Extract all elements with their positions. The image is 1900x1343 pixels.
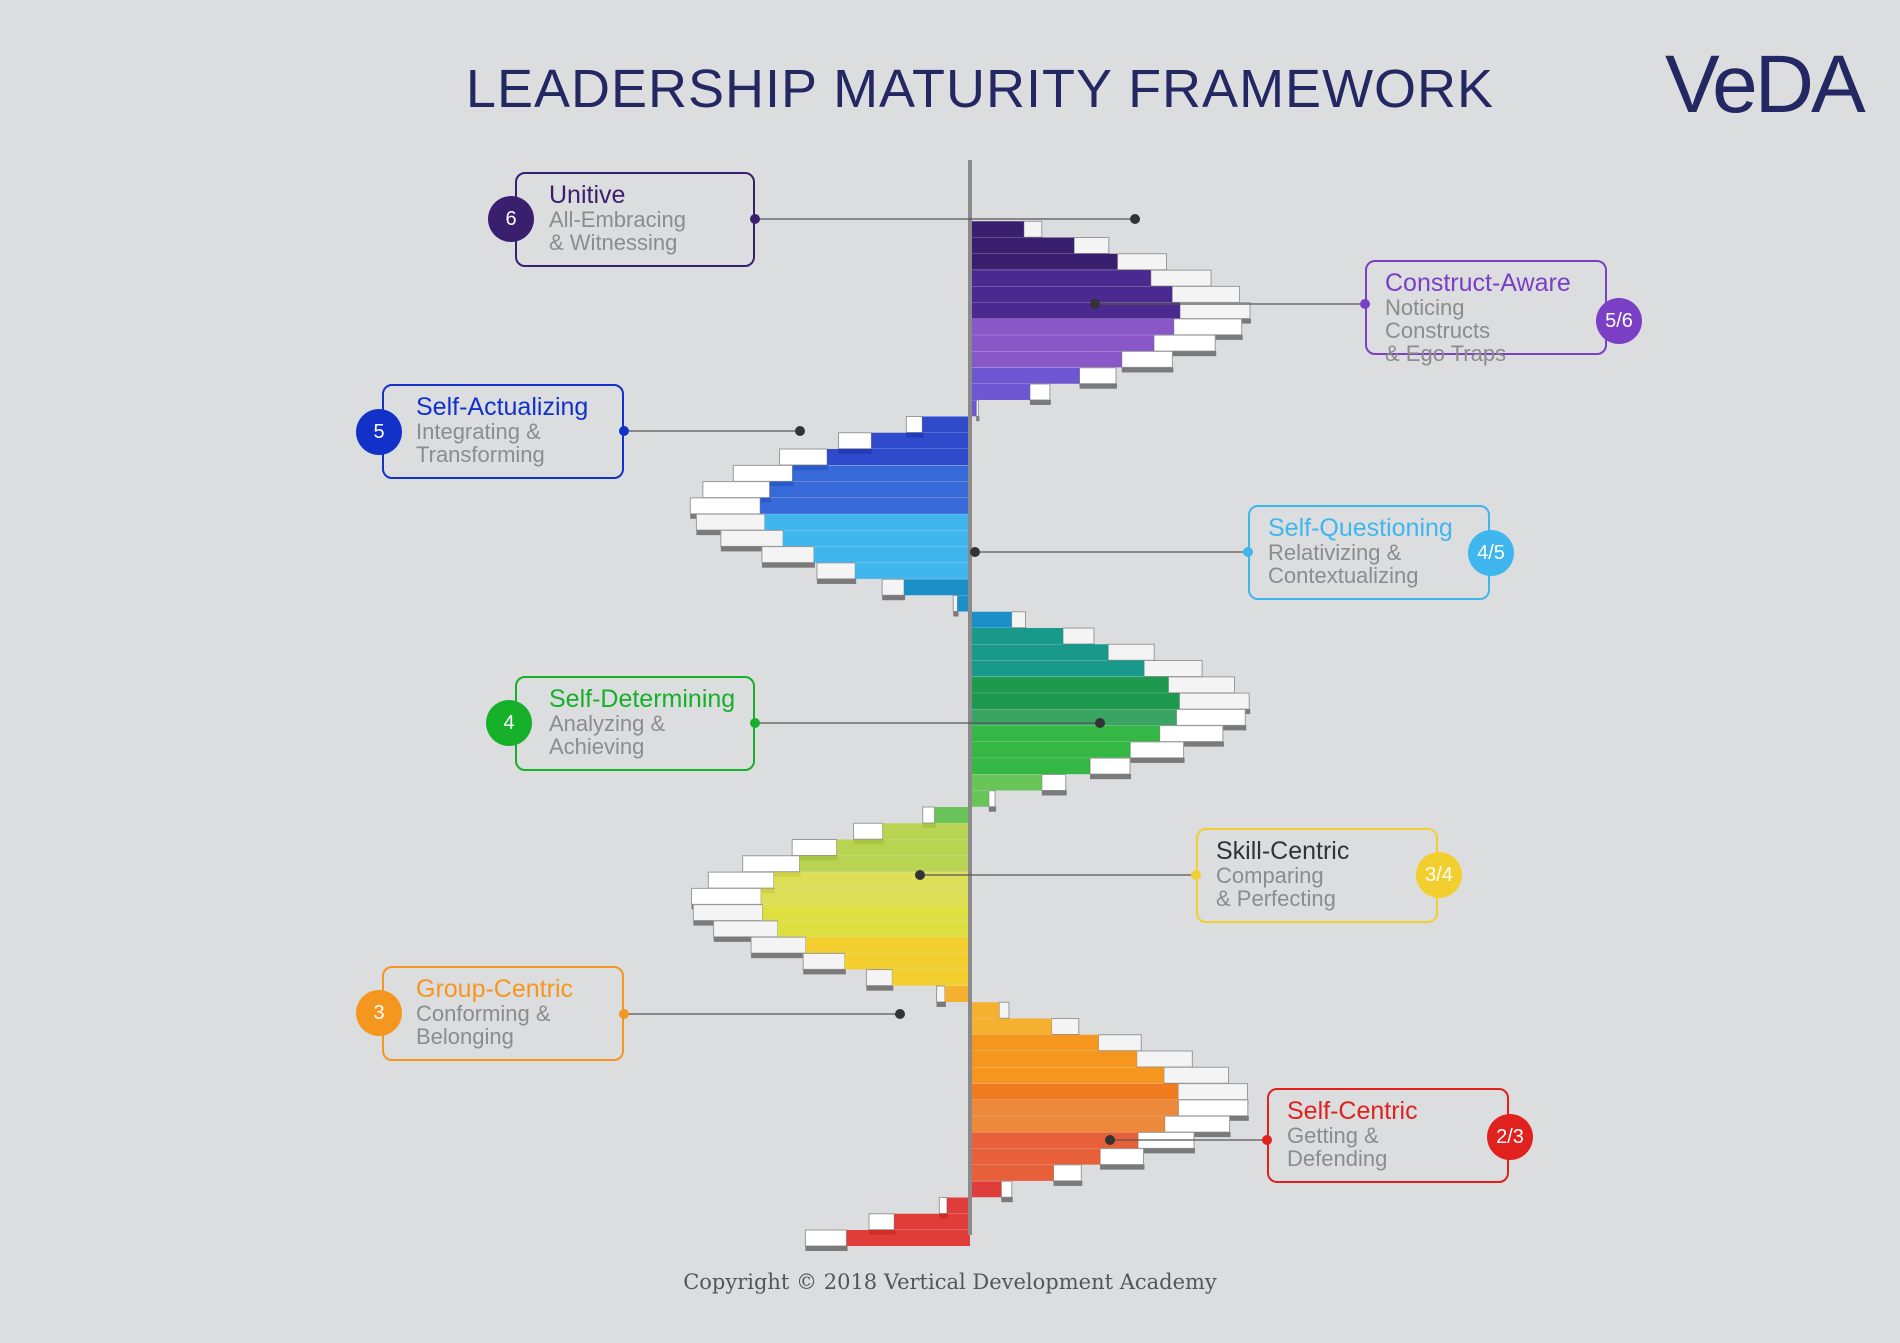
- stage-subtitle-1: All-Embracing: [549, 207, 686, 233]
- leader-dot: [619, 1009, 629, 1019]
- stage-card-self-questioning: Self-Questioning Relativizing & Contextu…: [1248, 505, 1490, 600]
- stair-step: [816, 562, 970, 584]
- stage-badge-3-4: 3/4: [1416, 852, 1462, 898]
- stage-title: Self-Questioning: [1268, 514, 1453, 542]
- stair-step: [881, 578, 970, 601]
- stage-subtitle-1: Analyzing &: [549, 711, 666, 737]
- stair-step: [905, 416, 970, 438]
- stair-step: [970, 790, 997, 812]
- leader-dot: [1095, 718, 1105, 728]
- stair-step: [970, 334, 1217, 357]
- stage-card-self-actualizing: Self-Actualizing Integrating & Transform…: [382, 384, 624, 479]
- stage-title: Construct-Aware: [1385, 269, 1571, 297]
- stair-step: [970, 367, 1118, 389]
- stair-step: [970, 773, 1067, 796]
- stage-badge-4-5: 4/5: [1468, 530, 1514, 576]
- veda-logo: VeDA: [1665, 39, 1866, 130]
- stair-step: [970, 350, 1174, 373]
- stage-subtitle-1: Getting &: [1287, 1123, 1379, 1149]
- stair-step: [970, 269, 1213, 292]
- copyright-text: Copyright © 2018 Vertical Development Ac…: [683, 1270, 1217, 1294]
- stage-subtitle-2: Defending: [1287, 1146, 1388, 1172]
- stage-subtitle-2: & Perfecting: [1216, 886, 1336, 912]
- stage-title: Self-Actualizing: [416, 393, 589, 421]
- stair-step: [970, 1115, 1231, 1138]
- leader-dot: [1105, 1135, 1115, 1145]
- stage-title: Self-Centric: [1287, 1097, 1418, 1125]
- stage-badge-2-3: 2/3: [1487, 1114, 1533, 1160]
- stair-step: [853, 822, 970, 845]
- stage-card-skill-centric: Skill-Centric Comparing & Perfecting: [1196, 828, 1438, 923]
- stair-step: [713, 920, 970, 942]
- leader-dot: [970, 547, 980, 557]
- leader-dot: [750, 214, 760, 224]
- stage-title: Group-Centric: [416, 975, 573, 1003]
- leader-dot: [750, 718, 760, 728]
- stair-step: [970, 1164, 1083, 1186]
- stair-step: [970, 383, 1051, 405]
- stair-step: [970, 1001, 1010, 1024]
- leader-dot: [915, 870, 925, 880]
- stair-step: [970, 1131, 1196, 1154]
- leader-dot: [795, 426, 805, 436]
- stair-step: [970, 627, 1095, 650]
- stair-step: [720, 529, 970, 552]
- stage-card-self-centric: Self-Centric Getting & Defending: [1267, 1088, 1509, 1183]
- stage-card-construct-aware: Construct-Aware Noticing Constructs & Eg…: [1365, 260, 1607, 366]
- stair-step: [804, 1229, 970, 1251]
- stage-subtitle-1: Noticing Constructs: [1385, 295, 1491, 344]
- stair-step: [865, 969, 970, 991]
- stage-title: Unitive: [549, 181, 626, 209]
- stage-subtitle-2: Achieving: [549, 734, 645, 760]
- stage-subtitle-1: Conforming &: [416, 1001, 551, 1027]
- stage-subtitle-2: & Witnessing: [549, 230, 678, 256]
- stair-step: [742, 855, 970, 877]
- stair-step: [936, 985, 970, 1007]
- stage-badge-3: 3: [356, 990, 402, 1036]
- stage-subtitle-1: Relativizing &: [1268, 540, 1402, 566]
- stage-subtitle-2: Transforming: [416, 442, 545, 468]
- stage-subtitle-2: & Ego Traps: [1385, 341, 1507, 367]
- stage-subtitle-1: Comparing: [1216, 863, 1324, 889]
- stair-column: [968, 160, 972, 1235]
- stair-step: [970, 741, 1185, 763]
- stair-step: [750, 936, 970, 959]
- stage-badge-5: 5: [356, 409, 402, 455]
- stage-subtitle-1: Integrating &: [416, 419, 541, 445]
- stage-badge-6: 6: [488, 196, 534, 242]
- stage-card-unitive: Unitive All-Embracing & Witnessing: [515, 172, 755, 267]
- stage-title: Self-Determining: [549, 685, 736, 713]
- stage-card-group-centric: Group-Centric Conforming & Belonging: [382, 966, 624, 1061]
- leader-dot: [1130, 214, 1140, 224]
- stair-step: [970, 725, 1224, 747]
- stage-title: Skill-Centric: [1216, 837, 1350, 865]
- stair-step: [838, 432, 970, 454]
- stair-step: [761, 546, 970, 568]
- page-title: LEADERSHIP MATURITY FRAMEWORK: [465, 59, 1495, 119]
- stair-step: [970, 1180, 1013, 1203]
- stair-step: [689, 497, 970, 519]
- stair-step: [970, 1148, 1145, 1170]
- stage-badge-5-6: 5/6: [1596, 298, 1642, 344]
- stair-step: [970, 643, 1156, 666]
- stage-subtitle-2: Belonging: [416, 1024, 514, 1050]
- leader-dot: [1090, 299, 1100, 309]
- stair-step: [952, 594, 970, 617]
- stage-badge-4: 4: [486, 700, 532, 746]
- stair-step: [802, 952, 970, 975]
- leader-dot: [895, 1009, 905, 1019]
- stage-card-self-determining: Self-Determining Analyzing & Achieving: [515, 676, 755, 771]
- stair-step: [970, 757, 1132, 780]
- stage-subtitle-2: Contextualizing: [1268, 563, 1419, 589]
- leader-dot: [619, 426, 629, 436]
